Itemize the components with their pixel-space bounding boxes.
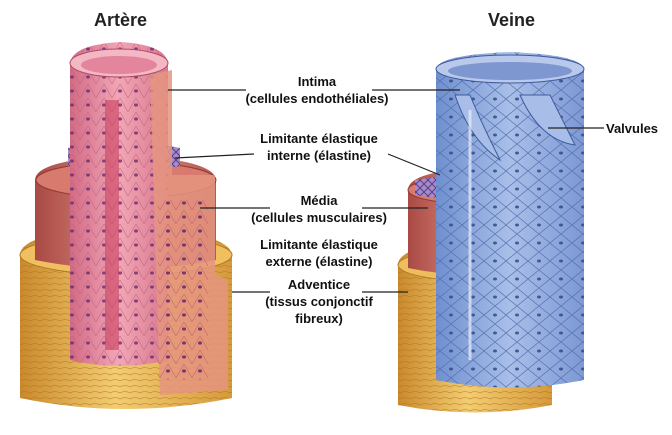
valves-label: Valvules [606,120,658,137]
adventitia-label-line2: (tissus conjonctif [236,293,402,310]
media-label-line2: (cellules musculaires) [226,209,412,226]
lee-label-line1: Limitante élastique [236,236,402,253]
vein-title: Veine [488,10,535,31]
intima-label: Intima (cellules endothéliales) [222,73,412,107]
media-label: Média (cellules musculaires) [226,192,412,226]
vein-illustration [398,52,584,413]
artery-title: Artère [94,10,147,31]
external-elastic-lamina-label: Limitante élastique externe (élastine) [236,236,402,270]
adventitia-label-line1: Adventice [236,276,402,293]
intima-label-line2: (cellules endothéliales) [222,90,412,107]
adventitia-label: Adventice (tissus conjonctif fibreux) [236,276,402,327]
artery-illustration [20,42,232,409]
adventitia-label-line3: fibreux) [236,310,402,327]
media-label-line1: Média [226,192,412,209]
internal-elastic-lamina-label: Limitante élastique interne (élastine) [236,130,402,164]
lei-label-line2: interne (élastine) [236,147,402,164]
lei-label-line1: Limitante élastique [236,130,402,147]
intima-label-line1: Intima [222,73,412,90]
lee-label-line2: externe (élastine) [236,253,402,270]
